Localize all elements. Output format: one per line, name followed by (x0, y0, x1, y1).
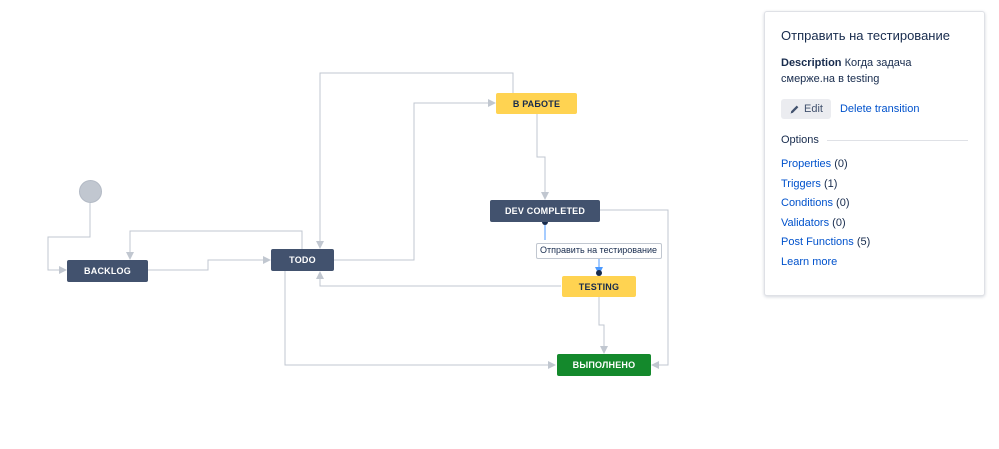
options-divider (826, 139, 968, 141)
transition-backlog-todo[interactable] (148, 256, 271, 271)
transition-in-progress-dev-completed[interactable] (536, 114, 549, 200)
triggers-link[interactable]: Triggers (781, 177, 821, 190)
transition-start-backlog[interactable] (47, 203, 91, 274)
properties-link[interactable]: Properties (781, 158, 832, 170)
panel-title: Отправить на тестирование (781, 28, 950, 43)
learn-more-link[interactable]: Learn more (781, 255, 838, 268)
validators-link[interactable]: Validators (781, 216, 830, 229)
status-label: DEV COMPLETED (504, 206, 586, 216)
selected-transition-label[interactable]: Отправить на тестирование (536, 243, 662, 259)
transition-in-progress-todo[interactable] (316, 72, 514, 249)
initial-status-node[interactable] (79, 180, 102, 203)
option-properties: Properties (0) (781, 155, 968, 175)
status-done[interactable]: ВЫПОЛНЕНО (557, 354, 651, 376)
post-functions-link[interactable]: Post Functions (781, 236, 854, 248)
option-validators: Validators (0) (781, 214, 968, 234)
status-label: В РАБОТЕ (512, 98, 561, 109)
status-testing[interactable]: TESTING (562, 276, 636, 297)
transition-details-panel: Отправить на тестирование Description Ко… (764, 11, 985, 296)
delete-transition-link[interactable]: Delete transition (839, 103, 920, 115)
transition-todo-done[interactable] (284, 271, 556, 369)
option-count: (0) (834, 158, 848, 170)
pencil-icon (789, 104, 800, 115)
status-backlog[interactable]: BACKLOG (67, 260, 148, 282)
transition-description: Description Когда задача смерже.на в tes… (781, 55, 968, 87)
option-count: (1) (824, 177, 838, 190)
status-todo[interactable]: TODO (271, 249, 334, 271)
transition-testing-done[interactable] (598, 297, 608, 354)
transition-todo-in-progress[interactable] (334, 99, 496, 261)
status-label: TODO (289, 255, 316, 265)
transition-target-handle (596, 270, 602, 276)
option-triggers: Triggers (1) (781, 175, 968, 195)
edit-button[interactable]: Edit (781, 99, 831, 119)
option-count: (0) (832, 216, 846, 229)
conditions-link[interactable]: Conditions (781, 197, 833, 209)
transition-testing-todo[interactable] (316, 271, 561, 287)
option-conditions: Conditions (0) (781, 194, 968, 214)
transition-label-text: Отправить на тестирование (540, 245, 657, 255)
edit-button-label: Edit (804, 103, 823, 115)
options-header: Options (781, 134, 968, 146)
status-label: TESTING (578, 281, 620, 292)
option-count: (5) (856, 236, 871, 248)
description-label: Description (781, 57, 842, 69)
options-title: Options (781, 134, 819, 146)
status-in-progress[interactable]: В РАБОТЕ (496, 93, 577, 114)
transition-todo-backlog[interactable] (126, 230, 303, 260)
status-label: ВЫПОЛНЕНО (572, 360, 636, 370)
description-text: Когда задача смерже.на в testing (781, 57, 912, 85)
transition-dev-completed-done[interactable] (600, 209, 669, 369)
panel-actions: Edit Delete transition (781, 99, 968, 119)
status-label: BACKLOG (84, 266, 131, 276)
status-dev-completed[interactable]: DEV COMPLETED (490, 200, 600, 222)
option-count: (0) (836, 197, 850, 209)
option-post-functions: Post Functions (5) (781, 233, 968, 253)
